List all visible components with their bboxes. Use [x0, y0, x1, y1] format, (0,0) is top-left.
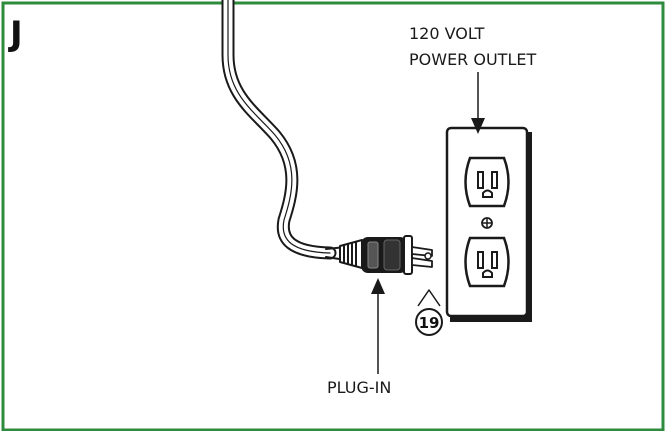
plug-arrow [371, 278, 385, 374]
wall-outlet [445, 126, 532, 322]
plug [339, 235, 433, 275]
outlet-label-line1: 120 VOLT [409, 24, 485, 43]
power-cord [221, 0, 347, 261]
outlet-arrow [471, 72, 485, 134]
panel-letter: J [10, 14, 23, 54]
step-callout [415, 289, 443, 336]
outlet-label-line2: POWER OUTLET [409, 50, 537, 69]
plug-label: PLUG-IN [327, 378, 392, 397]
step-number: 19 [418, 314, 440, 332]
